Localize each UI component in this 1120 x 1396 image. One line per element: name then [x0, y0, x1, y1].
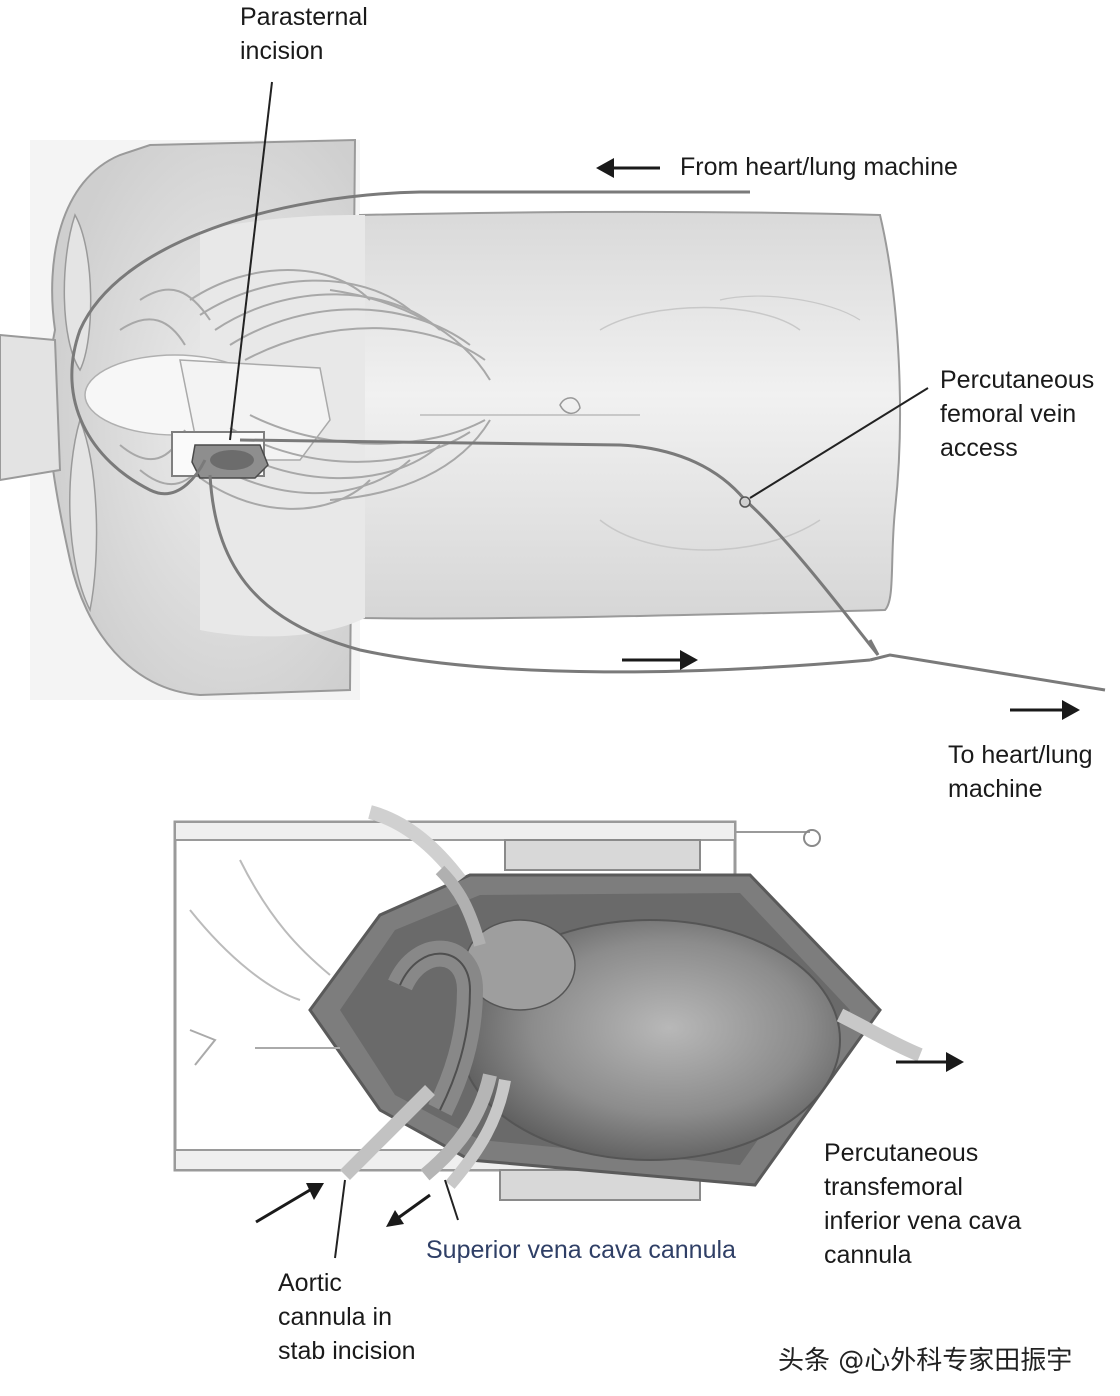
label-ivc-cannula: Percutaneous transfemoral inferior vena …: [824, 1139, 1022, 1269]
arrow-up-right-icon: [255, 1183, 324, 1224]
leader-parasternal: [229, 81, 273, 441]
arrow-right-icon: [1010, 700, 1080, 720]
label-to-heart-lung-machine: To heart/lung machine: [948, 741, 1093, 803]
label-aortic-cannula: Aortic cannula in stab incision: [278, 1269, 416, 1365]
label-parasternal-incision: Parasternal incision: [240, 3, 368, 65]
arrow-right-icon: [896, 1052, 964, 1072]
ivc-cannula: [836, 1008, 923, 1062]
ear: [63, 213, 92, 372]
aortic-cannula: [340, 1085, 435, 1180]
leader-svc: [444, 1179, 459, 1221]
watermark: 头条 @心外科专家田振宇: [778, 1346, 1073, 1376]
femoral-access-site: [739, 496, 751, 508]
arrow-down-left-icon: [386, 1193, 431, 1227]
vena-cava-cannulas: [340, 805, 923, 1189]
patient-torso-view: [0, 81, 1106, 720]
operative-field-view: [173, 805, 964, 1259]
label-svc-cannula: Superior vena cava cannula: [426, 1236, 736, 1264]
label-percutaneous-femoral-vein-access: Percutaneous femoral vein access: [940, 366, 1095, 462]
patient-neck: [0, 333, 62, 482]
arrow-right-icon: [622, 650, 698, 670]
leader-femoral: [749, 387, 929, 499]
arrow-left-icon: [596, 158, 660, 178]
leader-aortic: [334, 1179, 346, 1259]
label-from-heart-lung-machine: From heart/lung machine: [680, 153, 958, 181]
